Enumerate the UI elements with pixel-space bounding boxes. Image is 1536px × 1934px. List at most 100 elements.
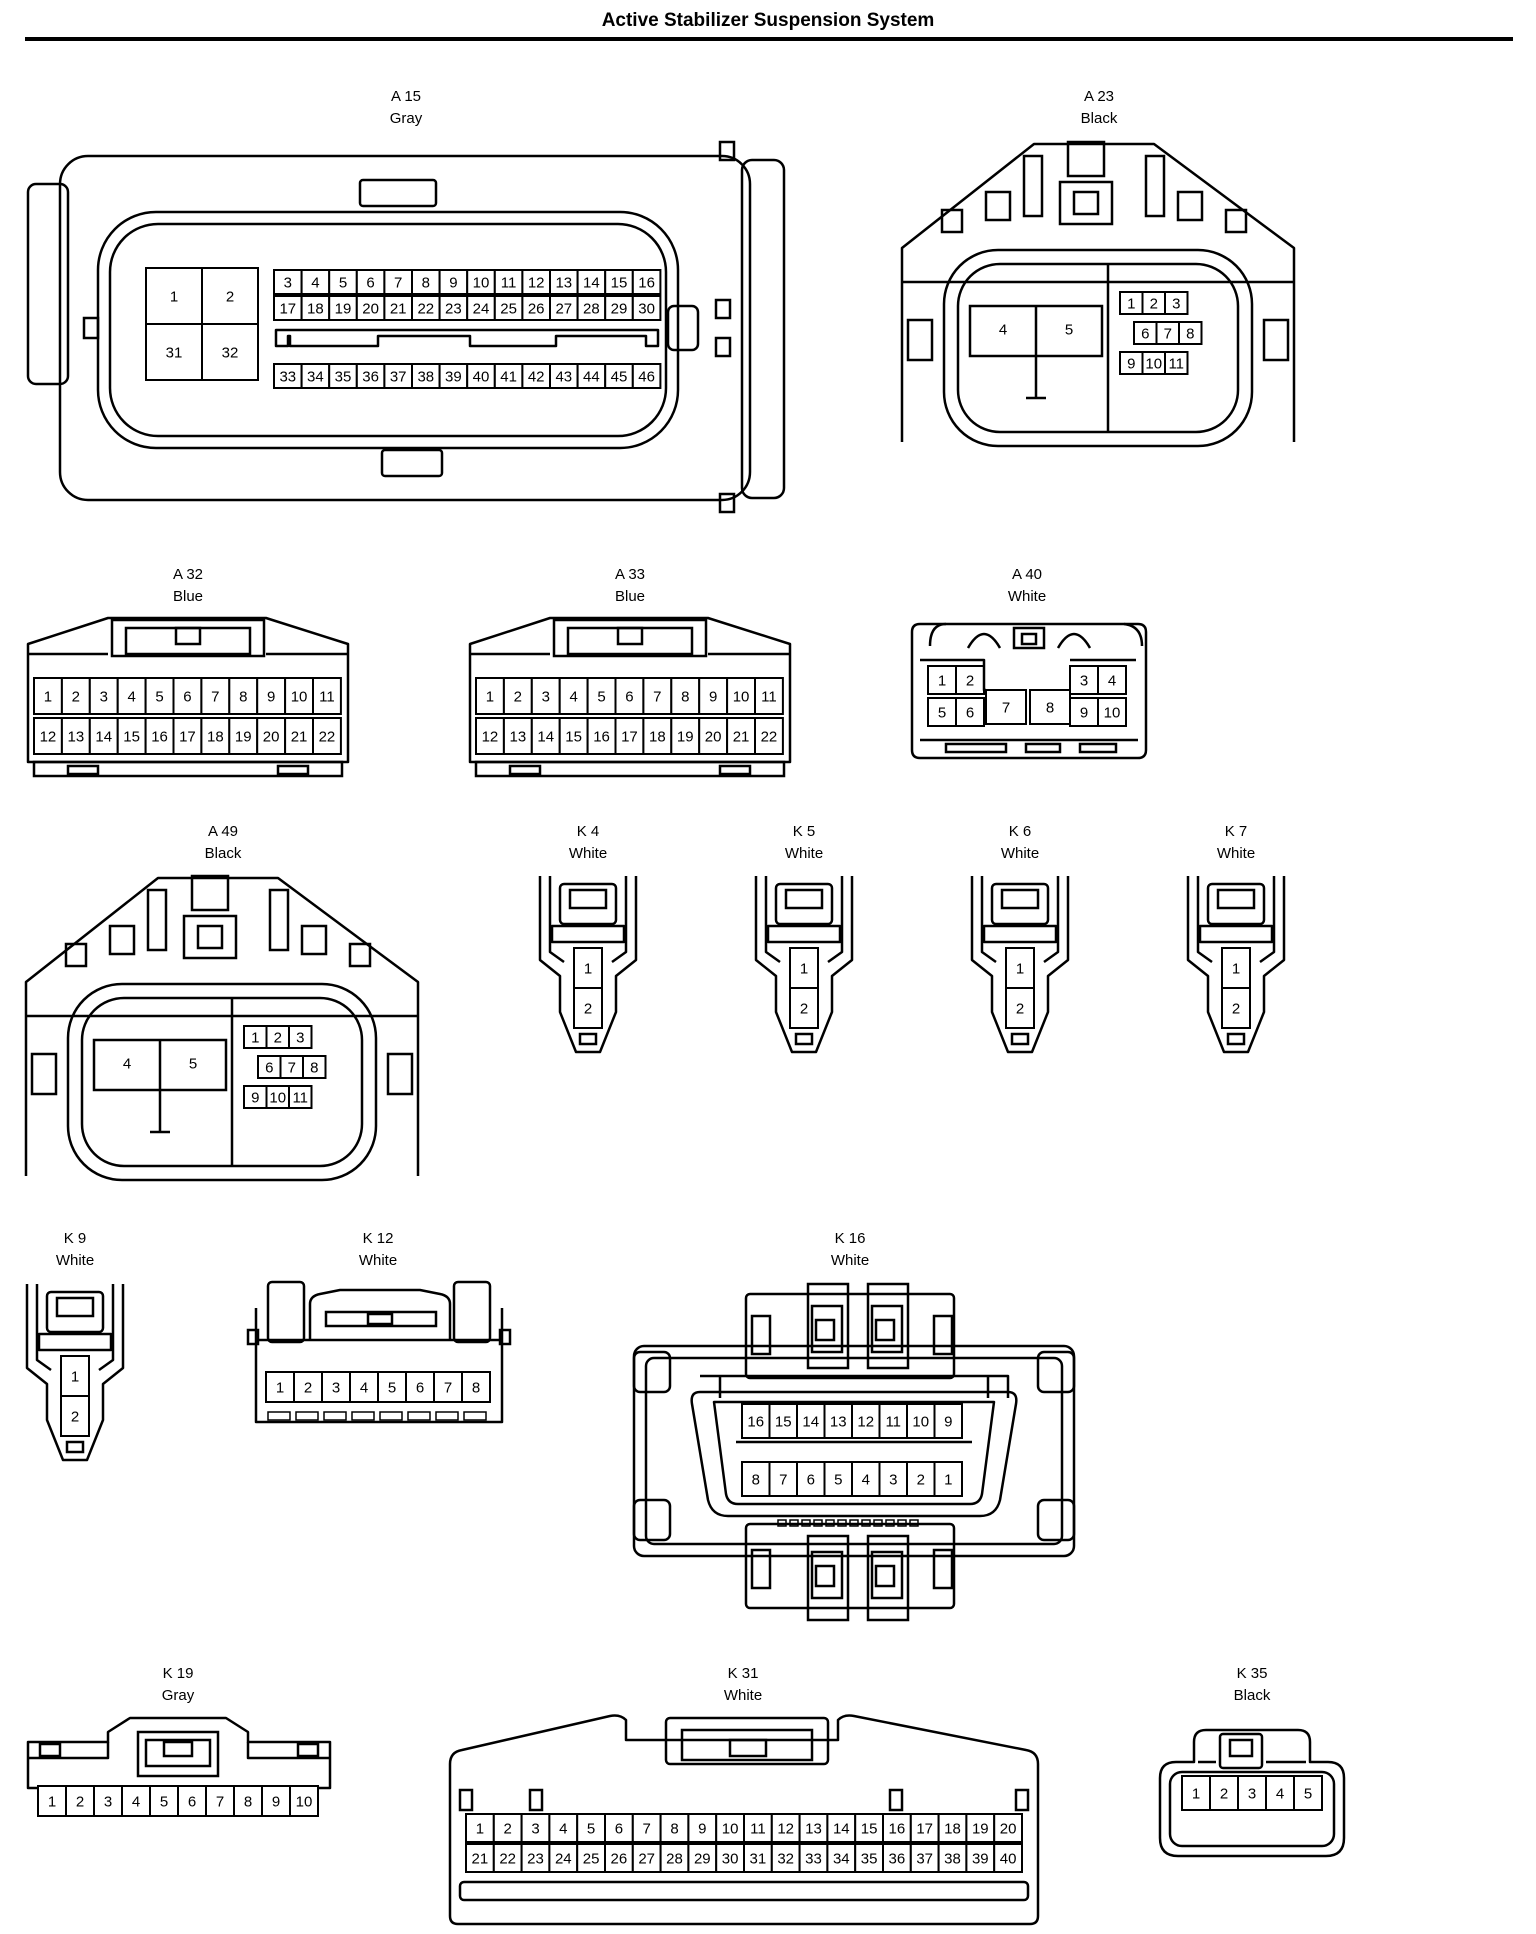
pin-cell: [823, 1403, 853, 1439]
pin-a33-17: 17: [621, 729, 638, 746]
pin-a15-17: 17: [279, 301, 296, 318]
pin-k31-36: 36: [889, 1851, 906, 1868]
pin-a23-11: 11: [1168, 356, 1184, 373]
pin-a49-8: 8: [310, 1060, 318, 1077]
pin-cell: [789, 987, 819, 1029]
pin-a15-41: 41: [500, 369, 517, 386]
pin-a15-5: 5: [339, 275, 347, 292]
pin-cell: [548, 1813, 579, 1843]
pin-a32-21: 21: [291, 729, 308, 746]
pin-cell: [715, 1813, 746, 1843]
pin-a32-22: 22: [319, 729, 336, 746]
pin-k19-9: 9: [272, 1794, 280, 1811]
pin-cell: [770, 1813, 801, 1843]
pin-k31-30: 30: [722, 1851, 739, 1868]
connector-a40-color: White: [1007, 588, 1047, 605]
connector-k35-color: Black: [1233, 1687, 1271, 1704]
pin-a32-2: 2: [72, 689, 80, 706]
pin-k7-2: 2: [1232, 1001, 1240, 1018]
connector-a32-code: A 32: [172, 566, 204, 583]
pin-cell: [33, 717, 63, 755]
pin-a33-9: 9: [709, 689, 717, 706]
pin-k31-17: 17: [916, 1821, 933, 1838]
pin-a15-29: 29: [611, 301, 628, 318]
pin-k16-16: 16: [747, 1414, 764, 1431]
pin-cell: [1029, 689, 1071, 725]
pin-k31-20: 20: [1000, 1821, 1017, 1838]
pin-cell: [433, 1371, 463, 1403]
connector-k4-code: K 4: [576, 823, 600, 840]
pin-a49-6: 6: [265, 1060, 273, 1077]
pin-cell: [909, 1843, 940, 1873]
pin-k31-38: 38: [944, 1851, 961, 1868]
pin-a15-16: 16: [638, 275, 655, 292]
pin-k16-10: 10: [912, 1414, 929, 1431]
pin-k31-12: 12: [777, 1821, 794, 1838]
pin-a15-22: 22: [417, 301, 434, 318]
pin-cell: [851, 1461, 881, 1497]
pin-k31-37: 37: [916, 1851, 933, 1868]
pin-cell: [576, 295, 607, 321]
connector-k35-code: K 35: [1236, 1665, 1268, 1682]
pin-a15-26: 26: [528, 301, 545, 318]
pin-cell: [228, 717, 259, 755]
pin-k16-2: 2: [917, 1472, 925, 1489]
pin-cell: [955, 697, 985, 727]
pin-a15-14: 14: [583, 275, 600, 292]
pin-a33-21: 21: [733, 729, 750, 746]
pin-k31-7: 7: [643, 1821, 651, 1838]
pin-a15-34: 34: [307, 369, 324, 386]
connector-k9-code: K 9: [63, 1230, 87, 1247]
pin-cell: [768, 1403, 798, 1439]
pin-a15-25: 25: [500, 301, 517, 318]
pin-a15-11: 11: [501, 275, 517, 292]
pin-cell: [1293, 1775, 1323, 1811]
pin-k31-16: 16: [889, 1821, 906, 1838]
pin-cell: [116, 677, 147, 715]
pin-k19-5: 5: [160, 1794, 168, 1811]
pin-cell: [1221, 987, 1251, 1029]
pin-a32-19: 19: [235, 729, 252, 746]
pin-cell: [288, 1085, 313, 1109]
pin-k31-5: 5: [587, 1821, 595, 1838]
pin-cell: [200, 677, 231, 715]
pin-cell: [233, 1785, 263, 1817]
pin-a15-3: 3: [284, 275, 292, 292]
pin-cell: [985, 689, 1027, 725]
pin-a32-13: 13: [68, 729, 85, 746]
pin-cell: [256, 717, 287, 755]
pin-k19-10: 10: [296, 1794, 313, 1811]
connector-k16-color: White: [830, 1252, 870, 1269]
pin-k16-5: 5: [834, 1472, 842, 1489]
pin-k16-6: 6: [807, 1472, 815, 1489]
pin-a49-7: 7: [288, 1060, 296, 1077]
pin-cell: [289, 1785, 319, 1817]
pin-cell: [604, 1813, 634, 1843]
pin-cell: [144, 717, 175, 755]
pin-cell: [520, 1813, 551, 1843]
page-title: Active Stabilizer Suspension System: [601, 10, 935, 31]
connector-a49-color: Black: [204, 845, 242, 862]
pin-a49-10: 10: [269, 1090, 286, 1107]
pin-k16-1: 1: [944, 1472, 952, 1489]
pin-k31-10: 10: [722, 1821, 739, 1838]
pin-k5-2: 2: [800, 1001, 808, 1018]
pin-a32-5: 5: [155, 689, 163, 706]
pin-a32-12: 12: [40, 729, 57, 746]
pin-a40-6: 6: [966, 705, 974, 722]
pin-k19-2: 2: [76, 1794, 84, 1811]
pin-k16-12: 12: [857, 1414, 874, 1431]
connector-a15-color: Gray: [389, 110, 423, 127]
pin-cell: [826, 1843, 857, 1873]
pin-a15-44: 44: [583, 369, 600, 386]
pin-cell: [284, 677, 315, 715]
pin-k35-3: 3: [1248, 1786, 1256, 1803]
pin-cell: [37, 1785, 67, 1817]
pin-k16-15: 15: [775, 1414, 792, 1431]
pin-cell: [1209, 1775, 1239, 1811]
pin-a33-19: 19: [677, 729, 694, 746]
